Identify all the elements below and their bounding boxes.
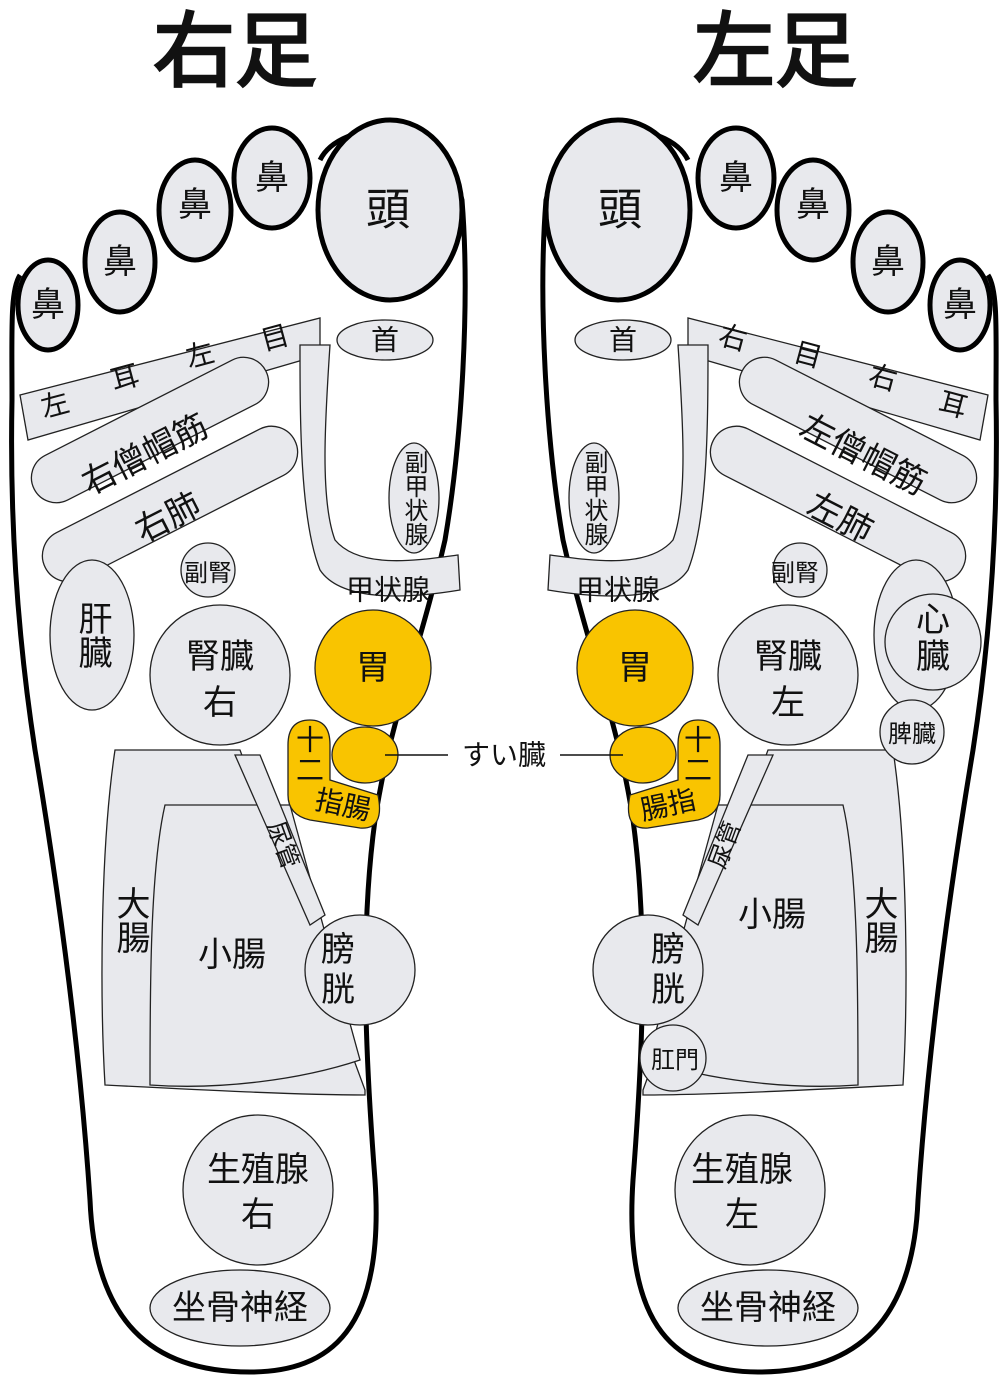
parathyroid-label: 副甲状腺 bbox=[400, 450, 428, 546]
kidney-label: 右 bbox=[203, 683, 237, 723]
duodenum-label: 二 bbox=[684, 754, 712, 787]
small-intestine-label: 小腸 bbox=[738, 895, 806, 935]
bladder-label: 胱 bbox=[651, 970, 685, 1010]
toe-label: 鼻 bbox=[943, 285, 977, 325]
toe-label: 鼻 bbox=[31, 285, 65, 325]
neck-zone bbox=[336, 319, 434, 361]
spleen-label: 脾臓 bbox=[888, 720, 936, 748]
duodenum-zone bbox=[287, 719, 381, 829]
toe-5 bbox=[15, 257, 81, 353]
sciatic-label: 坐骨神経 bbox=[172, 1288, 308, 1328]
gonad-label: 生殖腺 bbox=[207, 1150, 309, 1190]
stomach-zone bbox=[314, 609, 432, 727]
neck-label: 首 bbox=[371, 324, 399, 357]
small-intestine-label: 小腸 bbox=[198, 935, 266, 975]
gonad-label: 生殖腺 bbox=[691, 1150, 793, 1190]
kidney-label: 腎臓 bbox=[754, 637, 822, 677]
stomach-label: 胃 bbox=[356, 648, 390, 688]
anus-zone bbox=[639, 1024, 707, 1092]
toe-label: 鼻 bbox=[871, 242, 905, 282]
large-intestine-label: 大腸 bbox=[858, 886, 898, 954]
duodenum-label: 二 bbox=[296, 754, 324, 787]
adrenal-label: 副腎 bbox=[184, 559, 232, 587]
gonad-label: 右 bbox=[241, 1195, 275, 1235]
sciatic-label: 坐骨神経 bbox=[700, 1288, 836, 1328]
toe-label: 鼻 bbox=[103, 242, 137, 282]
thyroid-label: 甲状腺 bbox=[576, 574, 660, 607]
lung-zone bbox=[41, 425, 299, 583]
stomach-label: 胃 bbox=[618, 648, 652, 688]
large-intestine-label: 大腸 bbox=[110, 886, 150, 954]
gonad-zone bbox=[182, 1114, 334, 1266]
toe-label: 鼻 bbox=[719, 158, 753, 198]
kidney-zone bbox=[149, 604, 291, 746]
toe-big bbox=[315, 117, 465, 303]
kidney-label: 左 bbox=[771, 683, 805, 723]
bladder-label: 膀 bbox=[651, 930, 685, 970]
heart-zone bbox=[884, 593, 982, 691]
right-foot-title: 右足 bbox=[153, 5, 317, 100]
neck-label: 首 bbox=[609, 324, 637, 357]
head-label: 頭 bbox=[598, 185, 642, 236]
liver-label: 肝臓 bbox=[72, 601, 112, 669]
toe-3 bbox=[156, 157, 234, 263]
duodenum-label: 十 bbox=[684, 724, 712, 757]
duodenum-label: 十 bbox=[296, 724, 324, 757]
toe-label: 鼻 bbox=[255, 158, 289, 198]
right-foot-labels: 鼻 鼻 鼻 鼻 頭 首 左 耳 左 目 右僧帽筋 右肺 副甲状腺 甲状腺 肝臓 … bbox=[31, 158, 430, 1328]
thyroid-label: 甲状腺 bbox=[346, 574, 430, 607]
head-label: 頭 bbox=[366, 185, 410, 236]
organ-zone-side bbox=[49, 559, 135, 711]
toe-4 bbox=[82, 209, 158, 315]
heart-label: 心 bbox=[916, 600, 950, 640]
spleen-zone bbox=[879, 699, 945, 765]
trapezius-zone bbox=[30, 356, 270, 504]
toe-label: 鼻 bbox=[178, 185, 212, 225]
foot-outline bbox=[9, 128, 468, 1375]
left-foot-title: 左足 bbox=[693, 5, 857, 100]
adrenal-zone bbox=[180, 542, 236, 598]
right-foot-shapes bbox=[9, 117, 468, 1375]
bladder-label: 胱 bbox=[321, 970, 355, 1010]
parathyroid-zone bbox=[388, 442, 440, 554]
bladder-label: 膀 bbox=[321, 930, 355, 970]
heart-label: 臓 bbox=[916, 637, 950, 677]
anus-label: 肛門 bbox=[651, 1046, 699, 1074]
parathyroid-label: 副甲状腺 bbox=[580, 450, 608, 546]
left-foot-labels: 鼻 鼻 鼻 鼻 頭 首 右 目 右 耳 左僧帽筋 左肺 副甲状腺 甲状腺 心 臓… bbox=[576, 158, 977, 1328]
ureter-band bbox=[234, 754, 326, 926]
toe-label: 鼻 bbox=[796, 185, 830, 225]
adrenal-label: 副腎 bbox=[771, 559, 819, 587]
toe-2 bbox=[231, 125, 313, 231]
pancreas-label: すい臓 bbox=[462, 739, 546, 772]
bladder-zone bbox=[304, 914, 416, 1026]
kidney-label: 腎臓 bbox=[186, 637, 254, 677]
sciatic-zone bbox=[149, 1269, 331, 1347]
gonad-label: 左 bbox=[725, 1195, 759, 1235]
thyroid-band bbox=[299, 344, 461, 597]
